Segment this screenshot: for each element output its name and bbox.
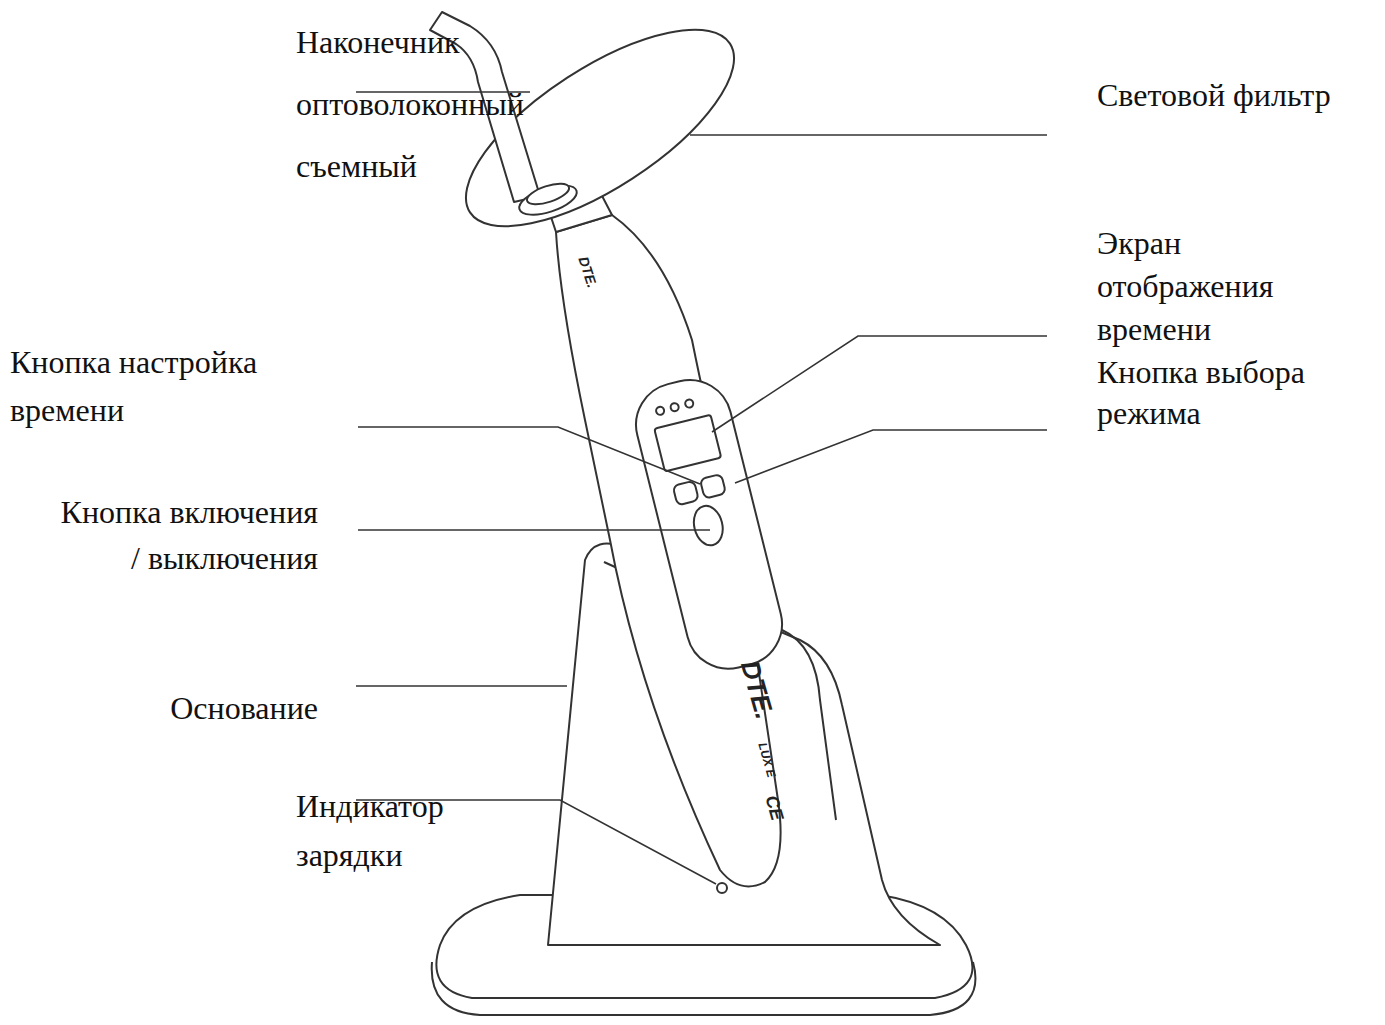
- part-label: Кнопка включения / выключения: [58, 489, 318, 581]
- leader-line: [735, 430, 1047, 483]
- part-label: Экран отображения времени: [1097, 222, 1119, 351]
- tip-collar: [516, 179, 580, 220]
- leader-line: [358, 427, 700, 484]
- charging-indicator: [717, 883, 727, 893]
- part-label: Световой фильтр: [1097, 75, 1333, 115]
- part-label: Кнопка настройка времени: [10, 338, 260, 434]
- control-panel: [627, 371, 791, 678]
- leader-line: [356, 685, 567, 687]
- indicator-dot: [655, 406, 665, 416]
- leader-line: [690, 134, 1047, 136]
- leader-line: [356, 91, 530, 93]
- power-button: [690, 503, 727, 549]
- part-label: Кнопка выбора режима: [1097, 352, 1307, 434]
- part-label: Индикатор зарядки: [296, 782, 318, 880]
- time-display: [654, 415, 721, 472]
- leader-line: [712, 336, 1047, 432]
- fiber-optic-tip: [430, 12, 540, 202]
- leader-line: [356, 800, 716, 884]
- part-label: Наконечник оптоволоконный съемный: [296, 11, 318, 197]
- tip-collar-inner: [525, 180, 572, 209]
- indicator-dot: [670, 402, 680, 412]
- part-label: Основание: [168, 688, 318, 728]
- indicator-dot: [684, 399, 694, 409]
- leader-line: [358, 529, 710, 531]
- time-button: [673, 481, 699, 506]
- mode-button: [700, 474, 726, 499]
